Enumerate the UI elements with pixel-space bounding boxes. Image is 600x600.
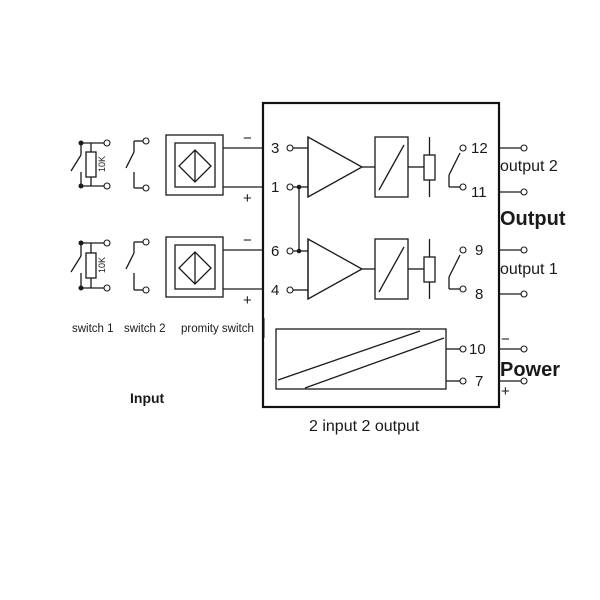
- switch-2-bottom-blade: [125, 252, 135, 270]
- proximity-sensor-2-inner: [174, 244, 216, 290]
- pin-7-outer-terminal: [520, 377, 528, 385]
- switch-1-bottom-blade: [70, 255, 82, 273]
- switch-1-label: switch 1: [72, 323, 114, 335]
- resistor-bottom-icon: [85, 252, 97, 279]
- input-1-minus-sign: −: [243, 130, 252, 147]
- module-caption: 2 input 2 output: [309, 418, 420, 435]
- relay-2-contact-terminal-top: [459, 246, 467, 254]
- channel-1: [286, 135, 528, 199]
- pin-10-label: 10: [469, 341, 486, 358]
- pin-12-label: 12: [471, 140, 488, 157]
- pin-1-label: 1: [271, 179, 279, 196]
- power-supply: [275, 328, 528, 390]
- isolator-1-slash: [378, 144, 405, 191]
- power-converter-slash-1: [277, 330, 421, 381]
- power-heading: Power: [500, 359, 560, 381]
- power-converter-icon: [275, 328, 447, 390]
- pin-11-label: 11: [471, 184, 487, 201]
- resistor-bottom-value: 10K: [97, 257, 107, 273]
- pin-9-terminal: [520, 246, 528, 254]
- switch-2-top-terminal-lower: [142, 184, 150, 192]
- relay-2-coil-icon: [423, 256, 436, 283]
- junction-dot-pin-1: [296, 184, 302, 190]
- switch-1-bottom-terminal-upper: [103, 239, 111, 247]
- amplifier-2-icon: [307, 237, 364, 301]
- pin-6-label: 6: [271, 243, 279, 260]
- pin-8-terminal: [520, 290, 528, 298]
- relay-1-contact-terminal-top: [459, 144, 467, 152]
- channel-2: [286, 237, 528, 301]
- junction-dot-pin-6: [296, 248, 302, 254]
- pin-10-terminal: [459, 345, 467, 353]
- pin-9-label: 9: [475, 242, 483, 259]
- switch-2-bottom-terminal-lower: [142, 286, 150, 294]
- pin-4-terminal: [286, 286, 294, 294]
- pin-1-terminal: [286, 183, 294, 191]
- pin-11-terminal: [520, 188, 528, 196]
- switch-2-bottom: [125, 238, 150, 294]
- module-housing: [261, 101, 501, 409]
- relay-1-contact-blade: [448, 152, 461, 176]
- pin-7-terminal: [459, 377, 467, 385]
- switch-2-bottom-terminal-upper: [142, 238, 150, 246]
- pin-6-terminal: [286, 247, 294, 255]
- relay-2-contact-terminal-bottom: [459, 285, 467, 293]
- proximity-sensor-1-inner: [174, 142, 216, 188]
- module-border-overlay: [262, 318, 265, 338]
- pin-7-label: 7: [475, 373, 483, 390]
- switch-2-top-terminal-upper: [142, 137, 150, 145]
- pin-3-terminal: [286, 144, 294, 152]
- isolator-2-slash: [378, 246, 405, 293]
- relay-1-contact-terminal-bottom: [459, 183, 467, 191]
- switch-1-top-terminal-lower: [103, 182, 111, 190]
- proximity-sensor-1-icon: [165, 134, 224, 196]
- output-2-label: output 2: [500, 158, 558, 175]
- switch-1-top: [70, 139, 111, 190]
- power-minus-sign: −: [501, 331, 510, 348]
- input-heading: Input: [130, 390, 165, 406]
- pin-3-label: 3: [271, 140, 279, 157]
- pin-12-terminal: [520, 144, 528, 152]
- relay-2-contact-blade: [448, 254, 461, 278]
- proximity-sensor-1: [165, 134, 263, 196]
- switch-2-label: switch 2: [124, 323, 166, 335]
- pin-4-label: 4: [271, 282, 279, 299]
- proximity-sensor-2: [165, 236, 263, 298]
- switch-2-top-blade: [125, 151, 135, 169]
- power-converter-slash-2: [304, 337, 445, 389]
- proximity-sensor-2-icon: [165, 236, 224, 298]
- relay-1-coil-icon: [423, 154, 436, 181]
- input-2-minus-sign: −: [243, 232, 252, 249]
- amplifier-1-icon: [307, 135, 364, 199]
- switch-1-bottom-terminal-lower: [103, 284, 111, 292]
- output-1-label: output 1: [500, 261, 558, 278]
- input-1-plus-sign: +: [243, 190, 252, 207]
- resistor-top-icon: [85, 151, 97, 178]
- promity-switch-label: promity switch: [181, 323, 254, 335]
- switch-1-top-terminal-upper: [103, 139, 111, 147]
- power-plus-sign: +: [501, 383, 510, 400]
- switch-1-bottom: [70, 239, 111, 292]
- pin-8-label: 8: [475, 286, 483, 303]
- switch-2-top: [125, 137, 150, 192]
- resistor-top-value: 10K: [97, 156, 107, 172]
- input-2-plus-sign: +: [243, 292, 252, 309]
- pin-10-outer-terminal: [520, 345, 528, 353]
- switch-1-top-blade: [70, 154, 82, 172]
- output-heading: Output: [500, 208, 566, 230]
